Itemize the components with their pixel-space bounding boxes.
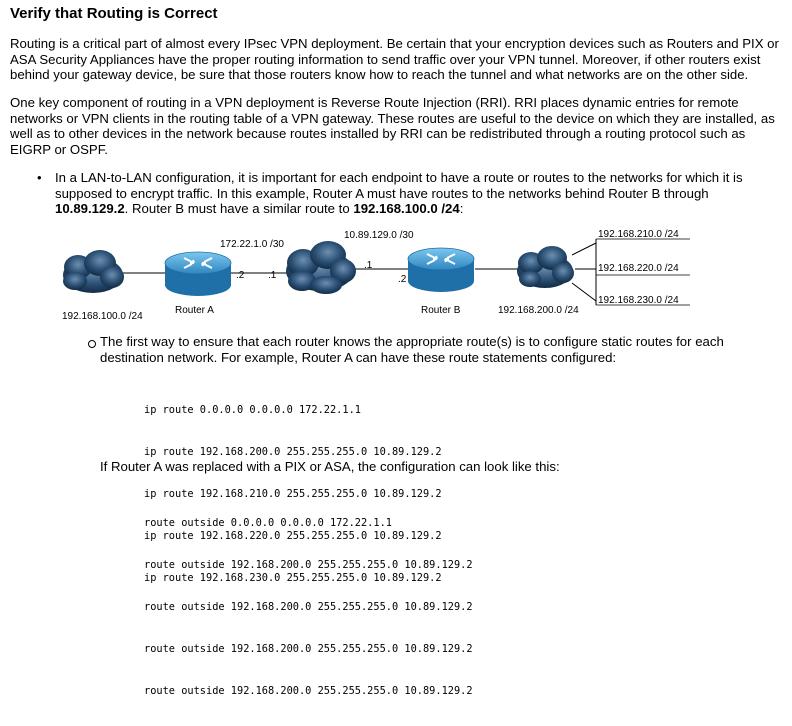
net-b-label: 192.168.200.0 /24 [498, 305, 579, 316]
code-line: route outside 192.168.200.0 255.255.255.… [144, 601, 473, 613]
page-title: Verify that Routing is Correct [10, 5, 218, 22]
code-line: ip route 192.168.200.0 255.255.255.0 10.… [144, 446, 442, 458]
code-line: ip route 0.0.0.0 0.0.0.0 172.22.1.1 [144, 404, 361, 416]
document-page: Verify that Routing is Correct Routing i… [10, 5, 779, 697]
code-line: route outside 192.168.200.0 255.255.255.… [144, 643, 473, 655]
router-b-address: 10.89.129.2 [55, 201, 125, 216]
remote-net-1: 192.168.210.0 /24 [598, 229, 679, 240]
if-b-2: .2 [398, 274, 407, 285]
static-routes-bullet: The first way to ensure that each router… [100, 334, 724, 365]
cloud-internet-icon [286, 241, 356, 294]
pix-config-block: route outside 0.0.0.0 0.0.0.0 172.22.1.1… [144, 488, 473, 726]
network-diagram: 192.168.100.0 /24 Router A 172.22.1.0 /3… [62, 229, 690, 322]
if-a-1: .1 [268, 270, 277, 281]
remote-net-2: 192.168.220.0 /24 [598, 263, 679, 274]
pix-asa-note: If Router A was replaced with a PIX or A… [100, 459, 560, 474]
router-b-label: Router B [421, 305, 461, 316]
code-line: ip route 192.168.220.0 255.255.255.0 10.… [144, 530, 442, 542]
cloud-network-a-icon [63, 250, 124, 293]
code-line: route outside 192.168.200.0 255.255.255.… [144, 559, 473, 571]
network-a-address: 192.168.100.0 /24 [353, 201, 460, 216]
cloud-network-b-icon [517, 246, 574, 288]
if-a-2: .2 [236, 270, 245, 281]
router-b-icon [407, 247, 475, 292]
intro-paragraph: Routing is a critical part of almost eve… [10, 36, 779, 82]
code-line: route outside 192.168.200.0 255.255.255.… [144, 685, 473, 697]
code-line: ip route 192.168.210.0 255.255.255.0 10.… [144, 488, 442, 500]
net-a-label: 192.168.100.0 /24 [62, 311, 143, 322]
rri-paragraph: One key component of routing in a VPN de… [10, 95, 775, 157]
link-a-label: 172.22.1.0 /30 [220, 239, 284, 250]
router-a-label: Router A [175, 305, 214, 316]
router-a-icon [164, 251, 232, 296]
lan-to-lan-bullet: In a LAN-to-LAN configuration, it is imp… [55, 170, 743, 216]
code-line: route outside 0.0.0.0 0.0.0.0 172.22.1.1 [144, 517, 392, 529]
sub-bullet-marker [88, 340, 96, 348]
if-b-1: .1 [364, 260, 373, 271]
remote-net-3: 192.168.230.0 /24 [598, 295, 679, 306]
remote-link-1 [571, 242, 597, 256]
remote-link-3 [571, 282, 597, 302]
link-b-label: 10.89.129.0 /30 [344, 230, 414, 241]
bullet-marker: • [37, 170, 42, 185]
